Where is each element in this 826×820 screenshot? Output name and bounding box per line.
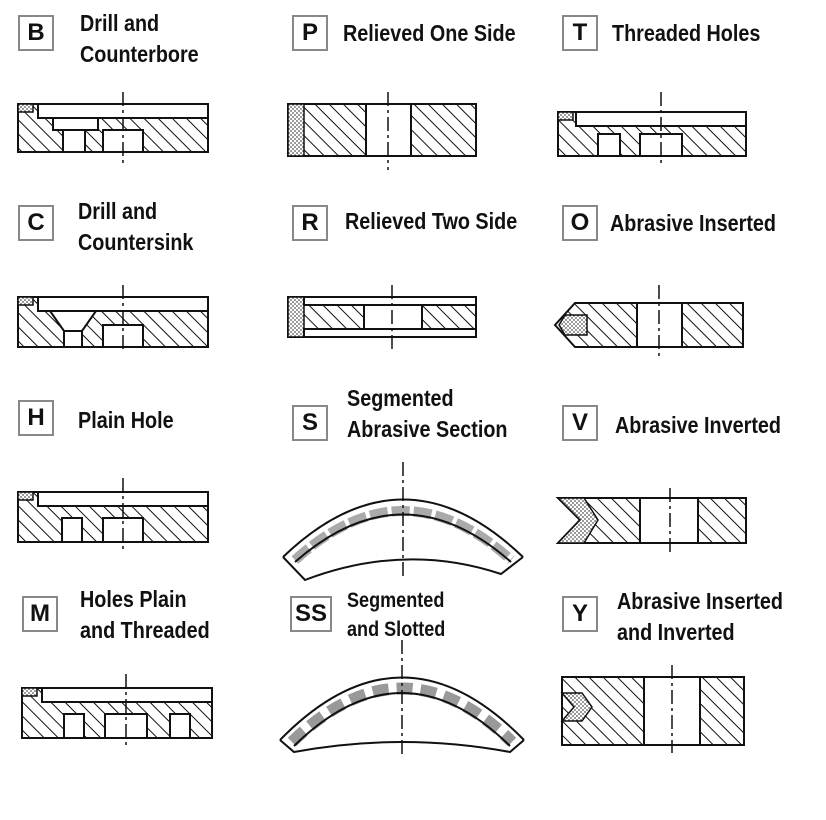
drawing-abrasive-inserted-and-inverted xyxy=(560,665,745,753)
code-box-y: Y xyxy=(562,596,598,632)
code-box-ss: SS xyxy=(290,596,332,632)
code-box-t: T xyxy=(562,15,598,51)
label-relieved-one-side: Relieved One Side xyxy=(343,20,516,46)
label-plain-hole: Plain Hole xyxy=(78,407,174,433)
code-box-p: P xyxy=(292,15,328,51)
drawing-relieved-two-side xyxy=(287,285,477,350)
code-box-v: V xyxy=(562,405,598,441)
drawing-threaded-holes xyxy=(557,92,747,167)
code-box-m: M xyxy=(22,596,58,632)
label-abrasive-inverted: Abrasive Inverted xyxy=(615,412,782,438)
drawing-drill-and-countersink xyxy=(17,285,209,353)
label-relieved-two-side: Relieved Two Side xyxy=(345,208,518,234)
drawing-segmented-and-slotted xyxy=(279,640,525,758)
label-abrasive-inserted: Abrasive Inserted xyxy=(610,210,777,236)
code-box-r: R xyxy=(292,205,328,241)
drawing-drill-and-counterbore xyxy=(17,92,209,167)
code-box-s: S xyxy=(292,405,328,441)
drawing-plain-hole xyxy=(17,478,209,550)
drawing-abrasive-inverted xyxy=(555,488,747,553)
code-box-b: B xyxy=(18,15,54,51)
drawing-holes-plain-and-threaded xyxy=(21,674,213,746)
code-box-o: O xyxy=(562,205,598,241)
drawing-relieved-one-side xyxy=(287,92,477,170)
code-box-c: C xyxy=(18,205,54,241)
label-threaded-holes: Threaded Holes xyxy=(612,20,761,46)
drawing-abrasive-inserted xyxy=(553,285,744,357)
drawing-segmented-abrasive-section xyxy=(282,462,524,582)
code-box-h: H xyxy=(18,400,54,436)
